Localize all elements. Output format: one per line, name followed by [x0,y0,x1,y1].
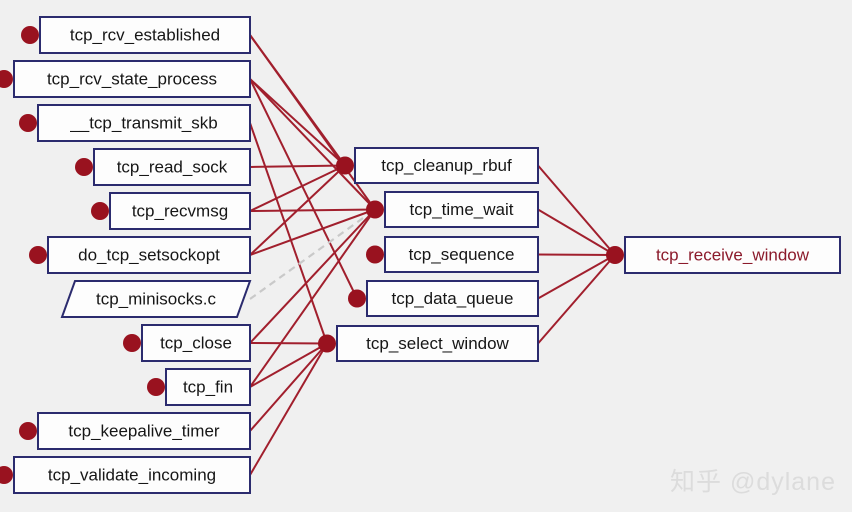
node-tcp_rcv_established[interactable]: tcp_rcv_established [21,16,251,54]
edge-tcp_time_wait-to-tcp_receive_window [537,208,616,256]
node-tcp_keepalive_timer[interactable]: tcp_keepalive_timer [19,412,251,450]
node-anchor-dot-icon [21,26,39,44]
node-anchor-dot-icon [19,422,37,440]
edge-tcp_keepalive_timer-to-tcp_select_window [249,342,328,432]
edge-tcp_recvmsg-to-tcp_time_wait [249,208,376,212]
edge-do_tcp_setsockopt-to-tcp_cleanup_rbuf [249,164,346,256]
node-__tcp_transmit_skb[interactable]: __tcp_transmit_skb [19,104,251,142]
node-anchor-dot-icon [19,114,37,132]
node-tcp_fin[interactable]: tcp_fin [147,368,251,406]
node-tcp_time_wait[interactable]: tcp_time_wait [366,191,539,228]
node-label: tcp_fin [183,377,233,396]
node-shape [37,104,251,142]
edge-tcp_validate_incoming-to-tcp_select_window [249,342,328,476]
node-shape [13,60,251,98]
node-anchor-dot-icon [336,156,354,175]
node-tcp_data_queue[interactable]: tcp_data_queue [348,280,539,317]
node-label: tcp_receive_window [656,245,810,264]
edge-tcp_close-to-tcp_time_wait [249,208,376,344]
node-shape [366,280,539,317]
node-label: tcp_validate_incoming [48,465,216,484]
edge-tcp_data_queue-to-tcp_receive_window [537,254,616,300]
edge-tcp_fin-to-tcp_select_window [249,342,328,388]
edge-__tcp_transmit_skb-to-tcp_select_window [249,122,328,344]
node-shape [47,236,251,274]
node-tcp_close[interactable]: tcp_close [123,324,251,362]
node-anchor-dot-icon [318,334,336,353]
node-tcp_minisocks.c[interactable]: tcp_minisocks.c [60,280,252,318]
node-tcp_read_sock[interactable]: tcp_read_sock [75,148,251,186]
node-shape [384,236,539,273]
node-tcp_sequence[interactable]: tcp_sequence [366,236,539,273]
node-anchor-dot-icon [0,466,13,484]
edge-tcp_read_sock-to-tcp_cleanup_rbuf [249,164,346,168]
node-label: do_tcp_setsockopt [78,245,220,264]
node-anchor-dot-icon [366,245,384,264]
node-label: tcp_close [160,333,232,352]
node-label: tcp_select_window [366,334,509,353]
node-label: tcp_cleanup_rbuf [381,156,512,175]
node-label: tcp_sequence [409,245,515,264]
node-label: tcp_time_wait [410,200,514,219]
node-tcp_recvmsg[interactable]: tcp_recvmsg [91,192,251,230]
edge-tcp_recvmsg-to-tcp_cleanup_rbuf [249,164,346,212]
edge-tcp_rcv_state_process-to-tcp_time_wait [249,78,376,211]
edge-tcp_close-to-tcp_select_window [249,342,328,345]
node-label: tcp_data_queue [392,289,514,308]
node-tcp_rcv_state_process[interactable]: tcp_rcv_state_process [0,60,251,98]
node-tcp_receive_window[interactable]: tcp_receive_window [606,236,841,274]
edge-tcp_minisocks.c-to-tcp_time_wait [249,208,376,300]
node-shape [141,324,251,362]
node-label: tcp_rcv_state_process [47,69,217,88]
node-shape [624,236,841,274]
edge-do_tcp_setsockopt-to-tcp_time_wait [249,208,376,256]
node-shape [109,192,251,230]
edge-layer [249,34,616,476]
node-shape [384,191,539,228]
node-anchor-dot-icon [91,202,109,220]
node-shape [39,16,251,54]
node-shape [336,325,539,362]
node-shape [165,368,251,406]
edge-tcp_select_window-to-tcp_receive_window [537,254,616,345]
node-label: tcp_recvmsg [132,201,228,220]
node-anchor-dot-icon [348,289,366,308]
node-anchor-dot-icon [29,246,47,264]
node-anchor-dot-icon [123,334,141,352]
edge-tcp_rcv_state_process-to-tcp_data_queue [249,78,358,299]
node-tcp_select_window[interactable]: tcp_select_window [318,325,539,362]
node-do_tcp_setsockopt[interactable]: do_tcp_setsockopt [29,236,251,274]
watermark: 知乎 @dylane [670,468,836,496]
node-layer: tcp_rcv_established tcp_rcv_state_process… [0,16,841,494]
node-shape [13,456,251,494]
node-label: tcp_keepalive_timer [68,421,220,440]
edge-tcp_sequence-to-tcp_receive_window [537,253,616,256]
node-shape [354,147,539,184]
node-anchor-dot-icon [147,378,165,396]
node-anchor-dot-icon [75,158,93,176]
node-tcp_cleanup_rbuf[interactable]: tcp_cleanup_rbuf [336,147,539,184]
node-shape [60,280,252,318]
node-shape [93,148,251,186]
edge-tcp_fin-to-tcp_time_wait [249,208,376,388]
node-shape [37,412,251,450]
node-anchor-dot-icon [0,70,13,88]
node-anchor-dot-icon [606,246,624,264]
edge-tcp_rcv_state_process-to-tcp_cleanup_rbuf [249,78,346,167]
node-label: tcp_rcv_established [70,25,220,44]
node-label: tcp_minisocks.c [96,289,216,308]
node-label: __tcp_transmit_skb [69,113,217,132]
node-tcp_validate_incoming[interactable]: tcp_validate_incoming [0,456,251,494]
node-anchor-dot-icon [366,200,384,219]
edge-tcp_cleanup_rbuf-to-tcp_receive_window [537,164,616,256]
node-label: tcp_read_sock [117,157,228,176]
